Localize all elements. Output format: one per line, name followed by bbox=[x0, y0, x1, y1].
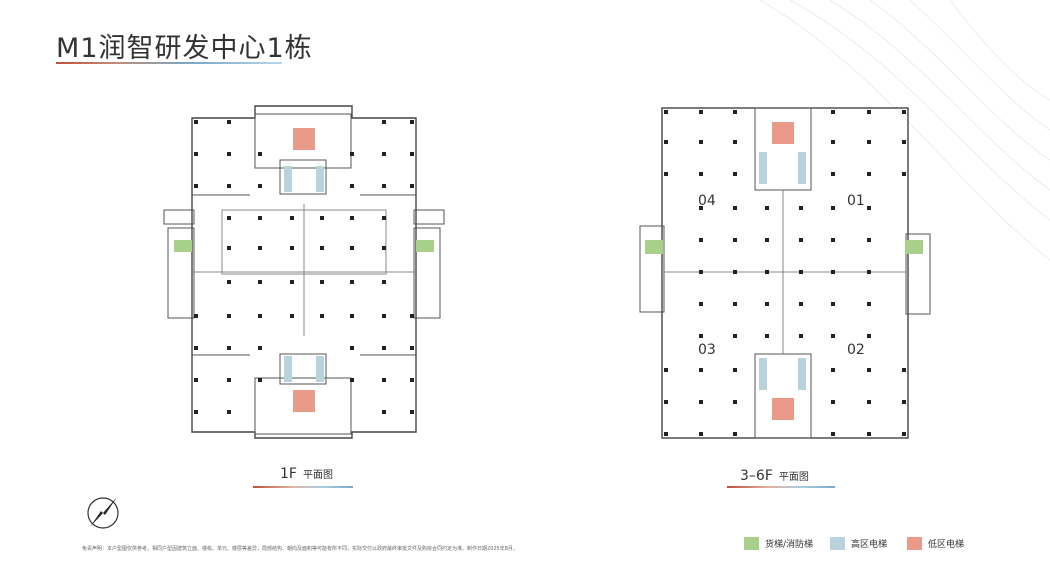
legend-high-zone-elevator: 高区电梯 bbox=[830, 537, 887, 550]
page-title: M1润智研发中心1栋 bbox=[56, 33, 313, 64]
unit-label: 01 bbox=[847, 193, 865, 209]
title-underline bbox=[56, 62, 282, 64]
unit-label: 03 bbox=[698, 342, 716, 358]
plan-caption-1f: 1F 平面图 bbox=[280, 466, 333, 482]
disclaimer-text: 免责声明：本户型图仅供参考，相同户型因建筑立面、楼栋、单元、楼层等差异，局部结构… bbox=[82, 546, 518, 552]
plan-label: 平面图 bbox=[778, 472, 809, 483]
floor-label: 1F bbox=[280, 466, 297, 482]
legend-label: 货梯/消防梯 bbox=[765, 540, 814, 550]
floor-label: 3–6F bbox=[740, 468, 773, 484]
legend-freight-elevator: 货梯/消防梯 bbox=[744, 537, 813, 550]
unit-label: 04 bbox=[698, 193, 716, 209]
compass-icon bbox=[87, 497, 119, 529]
freight-elevator-swatch bbox=[744, 537, 759, 550]
decorative-curves bbox=[759, 0, 1050, 261]
low-zone-elevator-swatch bbox=[907, 537, 922, 550]
unit-label: 02 bbox=[847, 342, 865, 358]
caption-underline bbox=[253, 486, 353, 488]
plan-caption-3-6f: 3–6F 平面图 bbox=[740, 468, 809, 484]
legend-label: 低区电梯 bbox=[928, 540, 965, 550]
legend-low-zone-elevator: 低区电梯 bbox=[907, 537, 964, 550]
high-zone-elevator-swatch bbox=[830, 537, 845, 550]
caption-underline bbox=[727, 486, 835, 488]
legend-label: 高区电梯 bbox=[851, 540, 888, 550]
plan-label: 平面图 bbox=[302, 470, 333, 481]
floor-plan-1f bbox=[163, 105, 445, 439]
floor-plan-3-6f: 04 01 03 02 bbox=[639, 107, 931, 439]
